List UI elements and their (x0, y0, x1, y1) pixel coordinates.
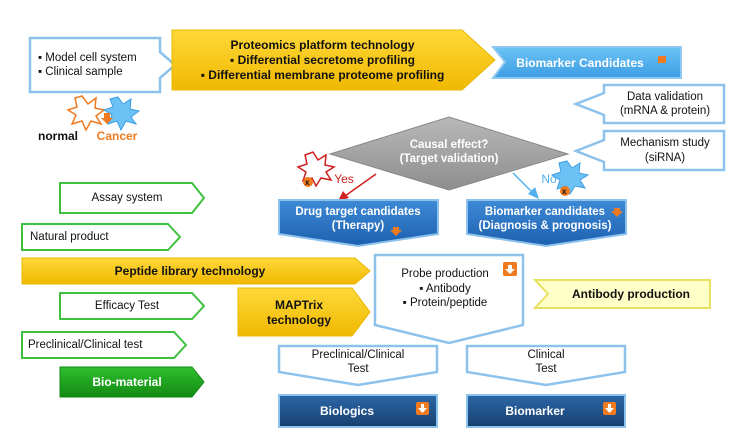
diagnosis-orange-arrow (614, 208, 620, 212)
preclinical-test-box (21, 331, 188, 359)
clinical-test-line1: Clinical (527, 348, 565, 361)
cancer-down-arrow-icon (104, 113, 110, 118)
biologics-box (278, 394, 438, 428)
biomarker-diagnosis-line1: Biomarker candidates (484, 205, 606, 218)
assay-system-label: Assay system (91, 191, 163, 204)
antibody-production-box (532, 279, 711, 309)
probe-item-protein: ▪ Protein/peptide (402, 297, 488, 310)
clinical-test-box (465, 344, 627, 387)
preclinical-test-line1: Preclinical/Clinical (311, 348, 405, 361)
legend-cancer: Cancer (96, 128, 138, 143)
efficacy-test-label: Efficacy Test (94, 299, 160, 312)
probe-title: Probe production (401, 268, 489, 281)
mechanism-study-box (572, 129, 726, 172)
preclinical-test-label: Preclinical/Clinical test (28, 338, 143, 351)
x-mark-icon (303, 177, 313, 187)
biologics-orange-icon-stem (421, 404, 424, 408)
maptrix-arrow-clean (237, 287, 371, 337)
causal-effect-diamond (328, 116, 570, 191)
maptrix-line1: MAPTrix (274, 298, 323, 312)
proteomics-title: Proteomics platform technology (230, 38, 415, 52)
bio-material-label: Bio-material (92, 374, 162, 389)
normal-cell-icon (66, 95, 106, 132)
clinical-test-text: Clinical Test (470, 348, 622, 376)
drug-target-line2: (Therapy) (331, 220, 385, 232)
biologics-orange-icon-head (418, 408, 427, 413)
biomarker-box (466, 394, 626, 428)
preclinical-clinical-test-box (277, 344, 439, 387)
probe-production-text: Probe production ▪ Antibody ▪ Protein/pe… (390, 262, 500, 316)
therapy-orange-arrowhead (390, 230, 402, 236)
efficacy-test-box (59, 292, 206, 320)
biomarker-diagnosis-text: Biomarker candidates (Diagnosis & progno… (470, 203, 620, 235)
input-item-model-cell: ▪ Model cell system (38, 51, 137, 64)
peptide-library-label: Peptide library technology (114, 263, 266, 278)
probe-orange-icon-stem (508, 265, 512, 269)
probe-production-box (373, 253, 525, 345)
no-arrowhead (528, 187, 539, 199)
mechanism-study-line2: (siRNA) (644, 151, 686, 164)
input-box (28, 36, 177, 94)
causal-effect-text: Causal effect? (Target validation) (380, 134, 518, 170)
no-connector (512, 172, 534, 194)
drug-target-box (278, 199, 439, 248)
mechanism-study-text: Mechanism study (siRNA) (606, 133, 724, 168)
drug-target-line1: Drug target candidates (295, 205, 421, 218)
yes-label: Yes (334, 171, 354, 186)
cancer-cell-icon (102, 96, 141, 132)
biomarker-orange-icon-head (605, 408, 614, 413)
clinical-test-line2: Test (535, 363, 557, 375)
data-validation-box (572, 83, 726, 125)
biomarker-label: Biomarker (505, 403, 565, 418)
no-label: No (541, 171, 557, 186)
input-box-text: ▪ Model cell system ▪ Clinical sample (38, 44, 168, 86)
proteomics-text: Proteomics platform technology ▪ Differe… (180, 33, 465, 88)
yes-connector (344, 173, 377, 197)
biomarker-candidates-top-label: Biomarker Candidates (516, 55, 644, 70)
proteomics-line1: ▪ Differential secretome profiling (230, 53, 415, 67)
antibody-production-label: Antibody production (572, 286, 690, 301)
natural-product-box (21, 223, 182, 251)
mechanism-study-line1: Mechanism study (620, 137, 710, 150)
biomarker-candidates-top-box (490, 46, 682, 79)
probe-item-antibody: ▪ Antibody (419, 282, 471, 295)
legend-normal: normal (38, 128, 79, 143)
peptide-library-arrow (21, 257, 371, 285)
maptrix-line2: technology (266, 313, 331, 327)
drug-target-text: Drug target candidates (Therapy) (282, 203, 434, 235)
data-validation-line2: (mRNA & protein) (619, 105, 711, 117)
causal-line1: Causal effect? (409, 138, 489, 151)
x-mark-icon-2 (560, 186, 570, 196)
bio-material-box (59, 366, 205, 398)
cancer-down-arrow-head (101, 118, 113, 124)
proteomics-line2: ▪ Differential membrane proteome profili… (200, 68, 445, 82)
biomarker-orange-icon-stem (608, 404, 611, 408)
yes-arrowhead (338, 191, 349, 201)
proteomics-arrow (171, 29, 496, 91)
diagnosis-orange-arrowhead (611, 211, 623, 217)
assay-system-box (59, 182, 206, 214)
therapy-orange-arrow (393, 227, 399, 231)
biologics-label: Biologics (319, 403, 374, 418)
biomarker-diagnosis-line2: (Diagnosis & prognosis) (478, 220, 612, 232)
orange-arrow-icon (658, 56, 666, 63)
x-mark-glyph-2: x (562, 187, 567, 196)
data-validation-line1: Data validation (626, 90, 704, 103)
data-validation-text: Data validation (mRNA & protein) (606, 87, 724, 121)
biomarker-diagnosis-box (466, 199, 627, 248)
input-item-clinical-sample: ▪ Clinical sample (38, 66, 123, 78)
natural-product-label: Natural product (30, 230, 109, 243)
preclinical-clinical-test-text: Preclinical/Clinical Test (282, 348, 434, 376)
causal-line2: (Target validation) (399, 153, 499, 165)
probe-orange-icon-head (505, 269, 515, 274)
x-mark-glyph: x (305, 178, 310, 187)
knockdown-cancer-cell-icon (550, 160, 590, 196)
maptrix-text: MAPTrix technology (244, 292, 354, 334)
preclinical-test-line2: Test (347, 363, 369, 375)
